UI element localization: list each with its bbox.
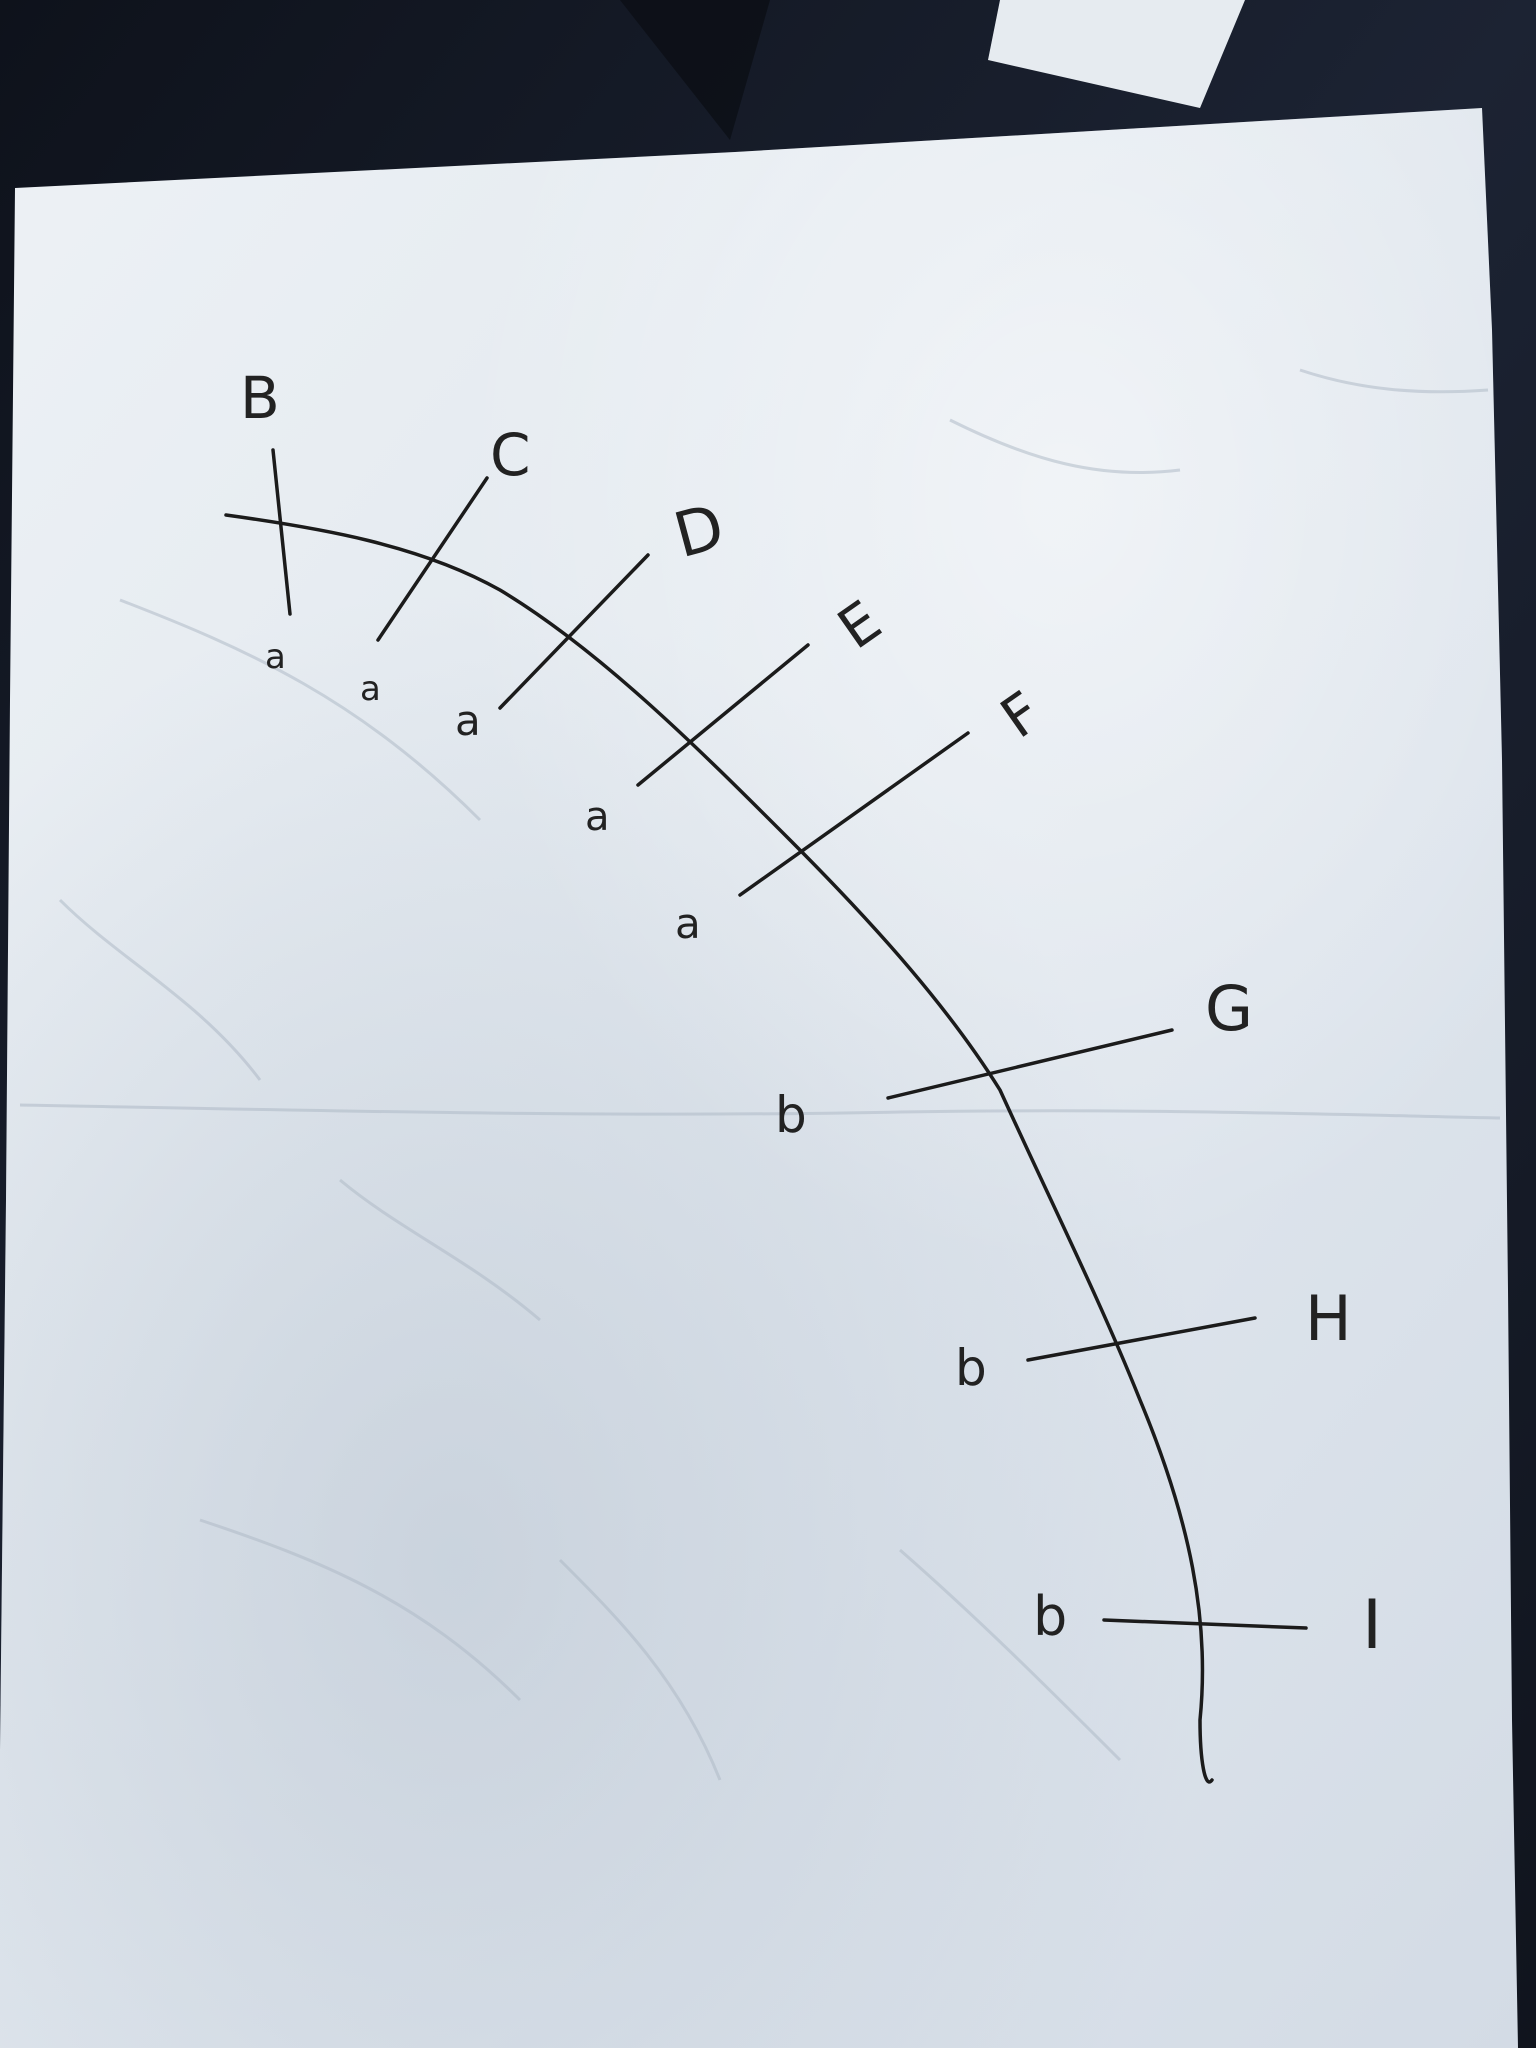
- branch-e-end-label: a: [585, 794, 610, 840]
- branch-f-end-label: a: [675, 899, 701, 948]
- branch-b-label: B: [240, 364, 280, 432]
- branch-i-end-label: b: [1033, 1585, 1067, 1648]
- branch-g-end-label: b: [775, 1086, 807, 1144]
- branch-h-line: [1026, 1316, 1257, 1362]
- branch-g-line: [886, 1028, 1174, 1100]
- main-stem-line: [224, 513, 1214, 1784]
- branch-b-line: [271, 448, 292, 616]
- background-paper-shadow: [620, 0, 770, 140]
- branch-i-line: [1102, 1618, 1308, 1630]
- branch-h-label: H: [1305, 1282, 1352, 1355]
- branch-c-line: [376, 476, 489, 642]
- branch-i-label: I: [1362, 1586, 1382, 1665]
- paper-creases: [19, 368, 1501, 1781]
- branch-h-end-label: b: [955, 1339, 987, 1397]
- branch-c-label: C: [490, 421, 531, 489]
- branch-e-line: [636, 643, 810, 787]
- background-paper-corner: [988, 0, 1245, 108]
- paper-highlight: [0, 108, 1518, 2048]
- branch-b-end-label: a: [265, 637, 286, 677]
- branch-f-line: [738, 731, 970, 897]
- branch-g-label: G: [1205, 972, 1253, 1045]
- branch-d-line: [498, 553, 650, 710]
- branch-d-end-label: a: [455, 696, 481, 745]
- branch-c-end-label: a: [360, 669, 381, 709]
